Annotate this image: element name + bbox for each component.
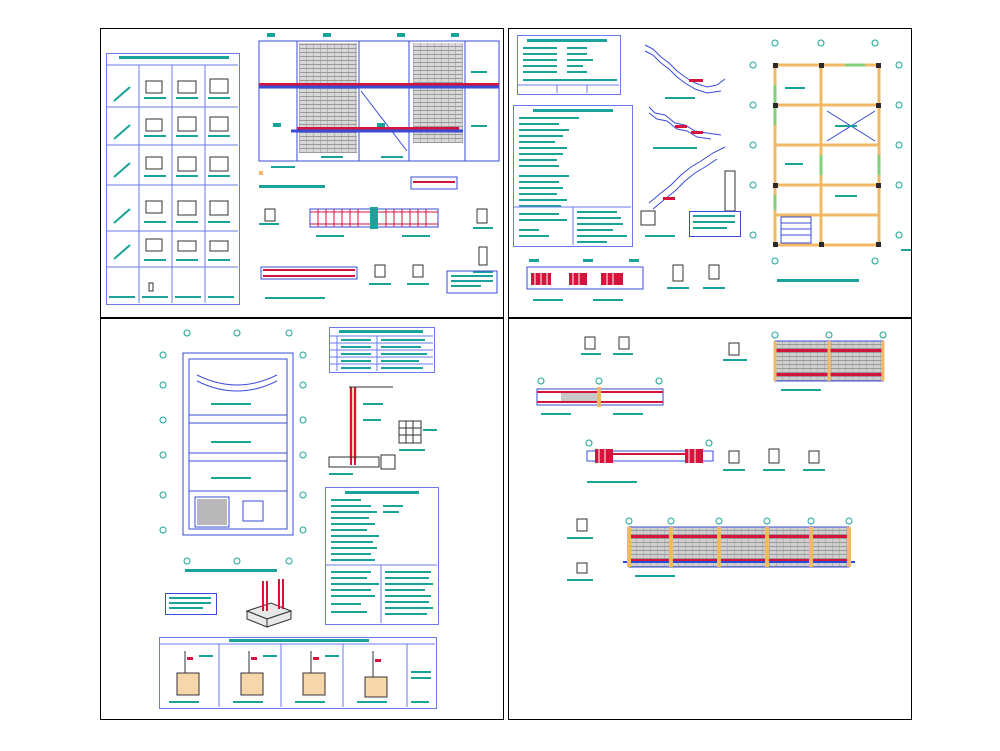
plan-caption bbox=[777, 279, 859, 282]
drawing-sheet-bottom-left bbox=[100, 318, 504, 720]
slab-framing-top bbox=[771, 331, 887, 391]
brick-wall-panel bbox=[299, 43, 357, 153]
notes-table-content bbox=[513, 109, 631, 245]
stair-note-box bbox=[689, 211, 741, 237]
wall-elevation bbox=[258, 33, 500, 190]
beam-details bbox=[526, 259, 725, 301]
footing-details bbox=[159, 639, 435, 707]
footing-details-table bbox=[159, 637, 437, 709]
beam-elevation-middle bbox=[585, 439, 714, 483]
column-sections bbox=[259, 208, 498, 299]
details-table bbox=[106, 53, 240, 305]
table-title-bar bbox=[119, 56, 229, 59]
legend-table-content bbox=[329, 330, 433, 371]
footing-note-box bbox=[165, 593, 217, 615]
elevation-caption bbox=[259, 185, 325, 188]
brick-wall-panel bbox=[413, 43, 463, 143]
foundation-plan-caption bbox=[185, 569, 277, 572]
drawing-sheet-top-left bbox=[100, 28, 504, 318]
schedule-table bbox=[517, 35, 621, 95]
wall-section bbox=[328, 386, 437, 475]
column-section-mid bbox=[723, 342, 747, 361]
schedule-table-content bbox=[517, 39, 619, 93]
column-sections-top bbox=[581, 336, 633, 355]
beam-elevation-left bbox=[536, 377, 664, 415]
details-table-grid bbox=[106, 64, 238, 303]
footing-note-text bbox=[169, 597, 211, 609]
notes-table bbox=[513, 105, 633, 247]
foundation-plan bbox=[159, 329, 307, 565]
general-notes-text bbox=[325, 491, 437, 623]
stair-note-text bbox=[693, 215, 735, 229]
column-sections-bottom bbox=[567, 518, 593, 581]
beam-elevation bbox=[309, 207, 439, 237]
stair-sections bbox=[640, 44, 736, 237]
drawing-sheet-bottom-right bbox=[508, 318, 912, 720]
general-notes-box bbox=[325, 487, 439, 625]
column-sections-middle bbox=[723, 448, 825, 471]
drawing-sheet-top-right bbox=[508, 28, 912, 318]
isometric-footing bbox=[245, 579, 293, 628]
framing-plan bbox=[749, 39, 911, 265]
slab-strip-framing bbox=[623, 517, 855, 577]
